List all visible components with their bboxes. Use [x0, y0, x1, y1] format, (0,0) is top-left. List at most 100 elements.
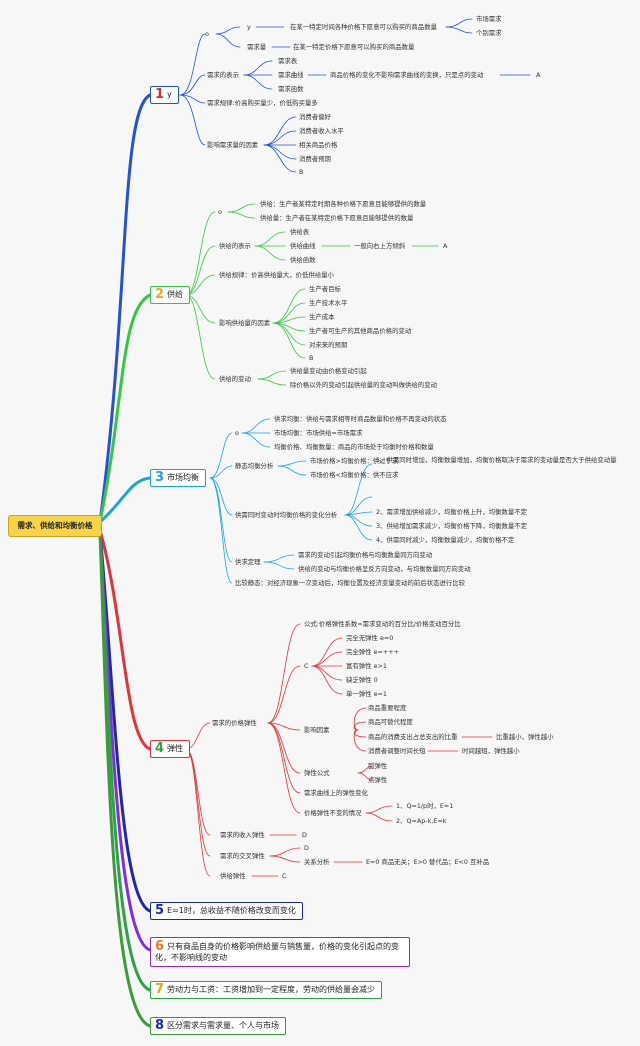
b3-static-analysis[interactable]: 静态均衡分析: [235, 462, 274, 470]
b4-supply-c[interactable]: C: [282, 872, 287, 880]
b3-static-1[interactable]: 市场价格>均衡价格：供过于求: [310, 457, 399, 465]
b3-equilibrium-3[interactable]: 均衡价格、均衡数量：商品的市场处于均衡时价格和数量: [274, 443, 434, 451]
b2-change-2[interactable]: 除价格以外的变动引起供给量的变动叫做供给的变动: [290, 381, 437, 389]
b4-influence-2[interactable]: 商品可替代程度: [368, 718, 413, 726]
b1-representation[interactable]: 需求的表示: [207, 71, 239, 79]
b2-curve-a[interactable]: A: [443, 242, 448, 250]
b3-simul-1[interactable]: 1、供需同时增加，均衡数量增加，均衡价格取决于需求的变动量是否大于供给变动量: [376, 456, 617, 464]
b4-influence-4[interactable]: 消费者调整时间长短: [368, 747, 426, 755]
b4-constant-1[interactable]: 1、Q=1/p时，E=1: [396, 802, 454, 810]
b4-constant-elasticity[interactable]: 价格弹性不变的情况: [304, 809, 362, 817]
branch-number: 6: [155, 939, 165, 954]
b2-supply-function[interactable]: 供给函数: [290, 256, 316, 264]
b3-comparative-statics[interactable]: 比较静态：对经济现象一次变动后，均衡位置及经济变量变动的前后状态进行比较: [235, 579, 466, 587]
b4-cross-d[interactable]: D: [304, 844, 309, 852]
b3-supply-demand-theorem[interactable]: 供求定理: [235, 558, 261, 566]
b2-o[interactable]: o: [218, 208, 222, 216]
b4-point-elasticity[interactable]: 点弹性: [368, 776, 388, 784]
b3-simul-4[interactable]: 4、供需同时减少，均衡数量减少，均衡价格不定: [376, 536, 515, 544]
b4-c[interactable]: C: [304, 662, 309, 670]
b1-factor-3[interactable]: 相关商品价格: [299, 141, 338, 149]
b2-factors[interactable]: 影响供给量的因素: [219, 319, 271, 327]
b2-supply-law[interactable]: 供给规律：价高供给量大，价低供给量小: [219, 271, 335, 279]
b4-influence-3-note[interactable]: 比重越小，弹性越小: [496, 733, 554, 741]
b2-factor-2[interactable]: 生产技术水平: [309, 299, 348, 307]
b2-factor-5[interactable]: 对未来的预期: [309, 341, 348, 349]
b1-factor-b[interactable]: B: [299, 168, 304, 176]
b4-curve-elasticity[interactable]: 需求曲线上的弹性变化: [304, 789, 368, 797]
b3-simul-3[interactable]: 3、供给增加需求减少，均衡价格下降，均衡数量不定: [376, 522, 528, 530]
b4-supply-elasticity[interactable]: 供给弹性: [220, 872, 246, 880]
b1-demand-table[interactable]: 需求表: [278, 57, 298, 65]
b2-supply-definition[interactable]: 供给：生产者某特定时期各种价格下愿意且能够提供的数量: [260, 200, 427, 208]
b4-c-4[interactable]: 缺乏弹性 0: [346, 676, 378, 684]
b1-individual-demand[interactable]: 个别需求: [476, 29, 502, 37]
b4-elasticity-formula[interactable]: 弹性公式: [304, 769, 330, 777]
b2-supply-curve[interactable]: 供给曲线: [290, 242, 316, 250]
branch-number: 3: [155, 470, 165, 485]
b2-supply-table[interactable]: 供给表: [290, 228, 310, 236]
b1-qd-definition[interactable]: 在某一特定价格下愿意可以购买的商品数量: [293, 43, 415, 51]
b4-price-elasticity[interactable]: 需求的价格弹性: [212, 719, 257, 727]
b1-curve-a[interactable]: A: [536, 71, 541, 79]
b4-cross-elasticity[interactable]: 需求的交叉弹性: [220, 852, 265, 860]
b2-factor-3[interactable]: 生产成本: [309, 313, 335, 321]
b4-relation-note[interactable]: E=0 商品无关；E>0 替代品；E<0 互补品: [366, 858, 490, 866]
b2-factor-4[interactable]: 生产者可生产的其他商品价格的变动: [309, 327, 412, 335]
b3-equilibrium-2[interactable]: 市场均衡：市场供给=市场需求: [274, 429, 363, 437]
b4-c-1[interactable]: 完全无弹性 e=0: [346, 634, 394, 642]
b3-o[interactable]: o: [235, 429, 239, 437]
root-topic[interactable]: 需求、供给和均衡价格: [8, 515, 102, 537]
b1-demand-curve[interactable]: 需求曲线: [278, 71, 304, 79]
b4-relation-analysis[interactable]: 关系分析: [304, 858, 330, 866]
branch-number: 8: [155, 1018, 165, 1033]
b4-income-elasticity[interactable]: 需求的收入弹性: [220, 831, 265, 839]
b1-factor-2[interactable]: 消费者收入水平: [299, 127, 344, 135]
branch-number: 1: [155, 87, 165, 102]
branch-connector-1: [98, 93, 152, 524]
b2-factor-1[interactable]: 生产者目标: [309, 285, 341, 293]
b4-c-5[interactable]: 单一弹性 e=1: [346, 690, 387, 698]
b3-equilibrium-1[interactable]: 供求均衡：供给与需求相等时商品数量和价格不再变动的状态: [274, 415, 447, 423]
b4-c-3[interactable]: 富有弹性 e>1: [346, 662, 387, 670]
b2-qs-definition[interactable]: 供给量：生产者在某特定价格下愿意且能够提供的数量: [260, 214, 414, 222]
b3-static-2[interactable]: 市场价格<均衡价格：供不应求: [310, 471, 399, 479]
b2-factor-b[interactable]: B: [309, 354, 314, 362]
b4-influence-4-note[interactable]: 时间越短，弹性越小: [462, 747, 520, 755]
b4-arc-elasticity[interactable]: 弧弹性: [368, 762, 388, 770]
b2-representation[interactable]: 供给的表示: [219, 242, 251, 250]
b1-y[interactable]: y: [247, 23, 251, 31]
b3-simul-2[interactable]: 2、需求增加供给减少，均衡价格上升，均衡数量不定: [376, 508, 528, 516]
b4-influence-3[interactable]: 商品的消费支出占总支出的比重: [368, 733, 458, 741]
b1-curve-note[interactable]: 商品价格的变化不影响需求曲线的变换，只是点的变动: [330, 71, 484, 79]
b2-change-1[interactable]: 供给量变动由价格变动引起: [290, 367, 367, 375]
b1-y-definition[interactable]: 在某一特定时间各种价格下愿意可以购买的商品数量: [290, 23, 437, 31]
b1-factor-4[interactable]: 消费者预期: [299, 155, 331, 163]
b4-c-2[interactable]: 完全弹性 e=+++: [346, 648, 399, 656]
b4-influences[interactable]: 影响因素: [304, 726, 330, 734]
b1-market-demand[interactable]: 市场需求: [476, 15, 502, 23]
b1-demand-function[interactable]: 需求函数: [278, 85, 304, 93]
b1-factors[interactable]: 影响需求量的因素: [207, 141, 259, 149]
b4-income-d[interactable]: D: [302, 831, 307, 839]
b1-factor-1[interactable]: 消费者偏好: [299, 113, 331, 121]
b2-supply-change[interactable]: 供给的变动: [219, 375, 251, 383]
b2-curve-note[interactable]: 一般向右上方倾斜: [354, 242, 406, 250]
b3-theorem-2[interactable]: 供给的变动与均衡价格呈反方向变动，与均衡数量同方向变动: [298, 565, 471, 573]
b4-influence-1[interactable]: 商品重要程度: [368, 704, 407, 712]
b4-formula[interactable]: 公式:价格弹性系数=需求变动的百分比/价格变动百分比: [304, 620, 461, 628]
b1-demand-law[interactable]: 需求规律:价高购买量少，价低购买量多: [207, 99, 318, 107]
b3-theorem-1[interactable]: 需求的变动引起均衡价格与均衡数量同方向变动: [298, 551, 433, 559]
b1-quantity-demanded[interactable]: 需求量: [247, 43, 267, 51]
b4-constant-2[interactable]: 2、Q=Ap-k,E=k: [396, 817, 447, 825]
b1-o[interactable]: o: [205, 30, 209, 38]
b3-simultaneous-change[interactable]: 供需同时变动时均衡价格的变化分析: [235, 511, 338, 519]
